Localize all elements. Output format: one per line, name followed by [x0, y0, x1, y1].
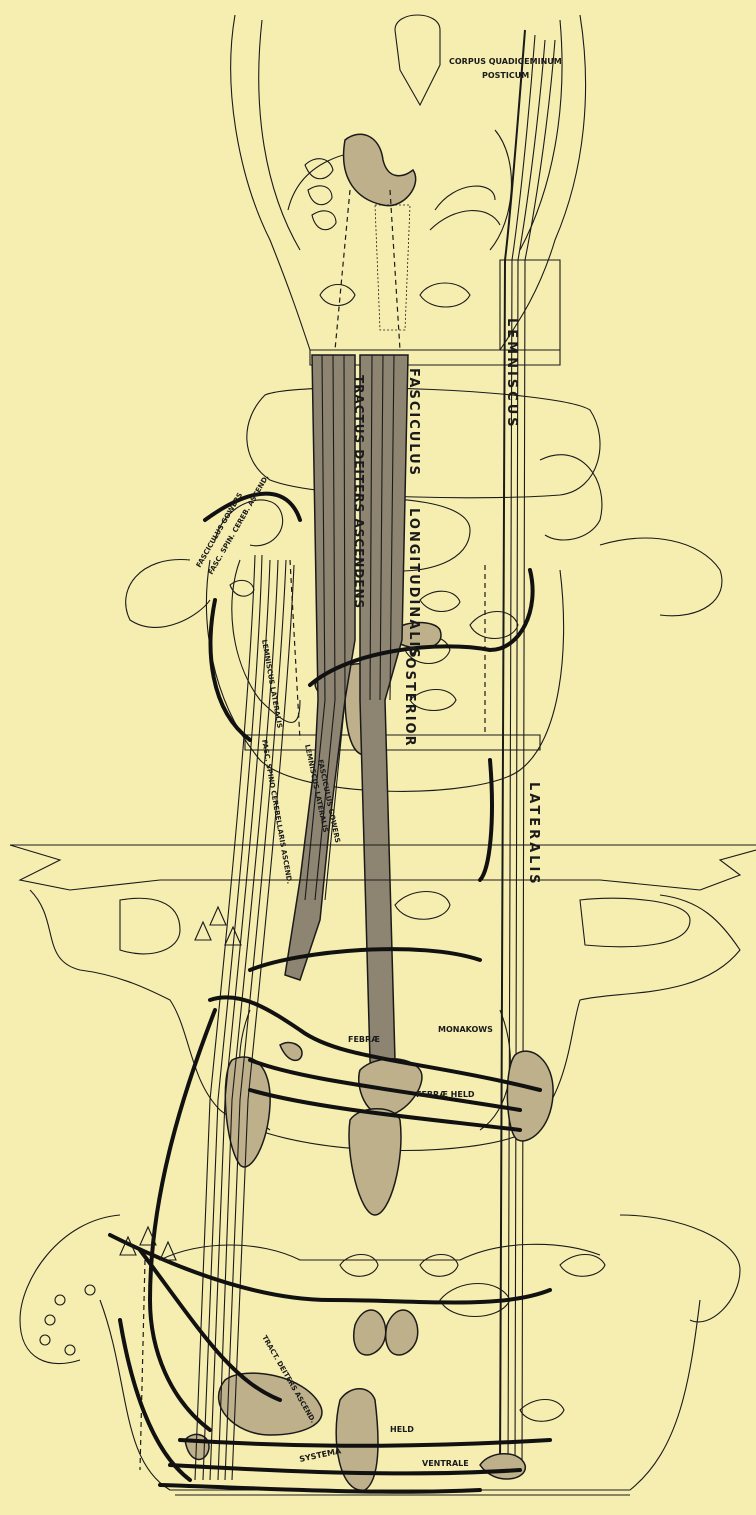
label-fasciculus: FASCICULUS [406, 368, 421, 477]
label-fasc-spin-cereb-ascend: FASC. SPIN. CEREB. ASCEND. [207, 474, 271, 576]
medulla-nucleus-b [349, 1109, 401, 1215]
tractus-deiters-ascendens [285, 355, 355, 980]
label-ventrale: VENTRALE [422, 1459, 469, 1468]
label-tractus-deiters-ascendens: TRACTUS DEITERS ASCENDENS [352, 375, 366, 609]
neuron-cell-bodies [120, 907, 241, 1260]
label-longitudinalis: LONGITUDINALIS [406, 508, 421, 660]
label-febrae-held: FEBRÆ HELD [416, 1090, 475, 1099]
red-nucleus [344, 134, 416, 205]
label-systema: SYSTEMA [299, 1446, 343, 1464]
label-lateralis: LATERALIS [526, 782, 541, 887]
label-posterior: POSTERIOR [402, 646, 417, 748]
label-febrae-1: FEBRÆ [348, 1035, 380, 1044]
label-held: HELD [390, 1425, 414, 1434]
label-monakows: MONAKOWS [438, 1025, 493, 1034]
aqueduct-shape [395, 15, 440, 105]
label-posticum: POSTICUM [482, 71, 529, 80]
label-fasc-spino-cerebellaris-ascend: FASC. SPINO CEREBELLARIS ASCEND. [260, 739, 293, 885]
label-lemniscus: LEMNISCUS [504, 318, 519, 430]
pons-section [126, 388, 722, 792]
label-corpus-quadrigeminum: CORPUS QUADIGEMINUM [449, 57, 562, 66]
